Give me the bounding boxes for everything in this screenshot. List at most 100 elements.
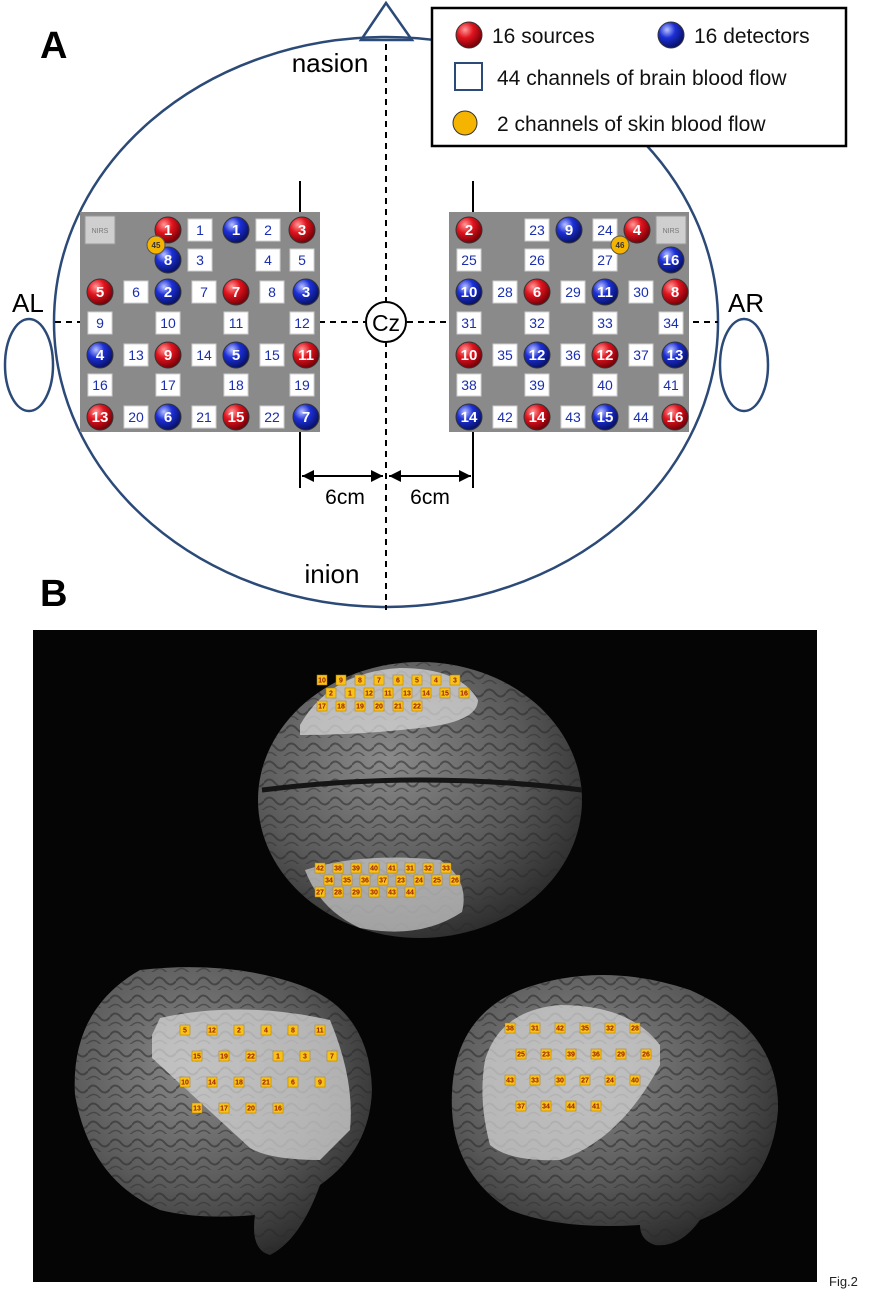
brain-right-view (451, 975, 779, 1246)
brain-channel-marker (314, 1024, 326, 1036)
brain-channel-number: 12 (208, 1028, 216, 1035)
channel-box (560, 343, 586, 367)
brain-channel-marker (245, 1050, 257, 1062)
legend-detectors: 16 detectors (694, 25, 810, 48)
source-optode (86, 403, 114, 431)
brain-channel-marker (233, 1024, 245, 1036)
brain-channel-number: 41 (592, 1104, 600, 1111)
brain-channel-number: 39 (352, 866, 360, 873)
source-number: 8 (671, 284, 679, 301)
brain-channel-marker (386, 862, 398, 874)
brain-channel-number: 14 (422, 691, 430, 698)
channel-number: 14 (196, 347, 212, 363)
legend: 16 sources 16 detectors 44 channels of b… (430, 6, 848, 148)
brain-channel-marker (565, 1048, 577, 1060)
brain-channel-marker (260, 1076, 272, 1088)
channel-number: 24 (597, 222, 613, 238)
brain-channel-number: 26 (642, 1052, 650, 1059)
brain-channel-marker (218, 1050, 230, 1062)
source-optode (292, 341, 320, 369)
channel-box (155, 373, 181, 397)
source-number: 10 (461, 347, 478, 364)
brain-channel-marker (386, 886, 398, 898)
channel-number: 29 (565, 284, 581, 300)
channel-box (223, 373, 249, 397)
detector-optode (154, 246, 182, 274)
legend-skin-channels: 2 channels of skin blood flow (497, 113, 766, 136)
brain-channel-marker (335, 674, 347, 686)
brain-channel-marker (604, 1022, 616, 1034)
brain-channel-marker (354, 700, 366, 712)
brain-channel-marker (191, 1050, 203, 1062)
brain-channel-number: 37 (517, 1104, 525, 1111)
detector-number: 10 (461, 284, 478, 301)
channel-box (592, 311, 618, 335)
brain-channel-marker (449, 874, 461, 886)
brain-channel-marker (420, 687, 432, 699)
brain-channel-number: 25 (433, 878, 441, 885)
channel-number: 40 (597, 377, 613, 393)
probe-nirs-tag (655, 215, 687, 245)
channel-box (658, 311, 684, 335)
channel-box (187, 218, 213, 242)
brain-channel-number: 27 (581, 1078, 589, 1085)
channel-box (191, 405, 217, 429)
source-optode (623, 216, 651, 244)
detector-optode (154, 403, 182, 431)
source-optode (455, 216, 483, 244)
channel-number: 42 (497, 409, 513, 425)
brain-channel-number: 42 (316, 866, 324, 873)
brain-channel-marker (354, 674, 366, 686)
brain-channel-number: 39 (567, 1052, 575, 1059)
channel-number: 19 (294, 377, 310, 393)
brain-channel-number: 24 (606, 1078, 614, 1085)
brain-channel-marker (413, 874, 425, 886)
channel-number: 27 (597, 252, 613, 268)
channel-number: 26 (529, 252, 545, 268)
detector-optode (222, 341, 250, 369)
detector-optode (292, 278, 320, 306)
brain-channel-number: 32 (606, 1026, 614, 1033)
channel-box (87, 311, 113, 335)
right-ear (718, 317, 770, 413)
source-number: 12 (597, 347, 614, 364)
source-number: 3 (298, 222, 306, 239)
left-ear (3, 317, 55, 413)
source-number: 14 (529, 409, 546, 426)
detector-optode (292, 403, 320, 431)
channel-box (524, 311, 550, 335)
brain-channel-marker (590, 1048, 602, 1060)
detector-optode (523, 341, 551, 369)
brain-channel-marker (341, 874, 353, 886)
brain-channel-number: 19 (220, 1054, 228, 1061)
brain-channel-marker (579, 1074, 591, 1086)
brain-channel-marker (323, 874, 335, 886)
brain-channel-number: 11 (384, 691, 392, 698)
brain-channel-number: 43 (506, 1078, 514, 1085)
brain-channel-number: 32 (424, 866, 432, 873)
channel-number: 41 (663, 377, 679, 393)
channel-number: 32 (529, 315, 545, 331)
brain-channel-marker (377, 874, 389, 886)
nose-triangle (358, 0, 415, 42)
brain-channel-number: 13 (193, 1106, 201, 1113)
brain-channel-number: 2 (237, 1028, 241, 1035)
ar-label: AR (728, 288, 764, 318)
brain-channel-marker (579, 1022, 591, 1034)
brain-channel-marker (504, 1022, 516, 1034)
brain-channel-marker (316, 700, 328, 712)
brain-channel-marker (368, 862, 380, 874)
detector-number: 13 (667, 347, 684, 364)
brain-channel-number: 11 (316, 1028, 324, 1035)
brain-channel-number: 9 (339, 678, 343, 685)
brain-channel-number: 34 (542, 1104, 550, 1111)
brain-channel-marker (440, 862, 452, 874)
brain-channel-number: 22 (413, 704, 421, 711)
brain-channel-number: 28 (334, 890, 342, 897)
brain-channel-number: 21 (262, 1080, 270, 1087)
brain-channel-marker (382, 687, 394, 699)
channel-number: 37 (633, 347, 649, 363)
detector-number: 9 (565, 222, 573, 239)
